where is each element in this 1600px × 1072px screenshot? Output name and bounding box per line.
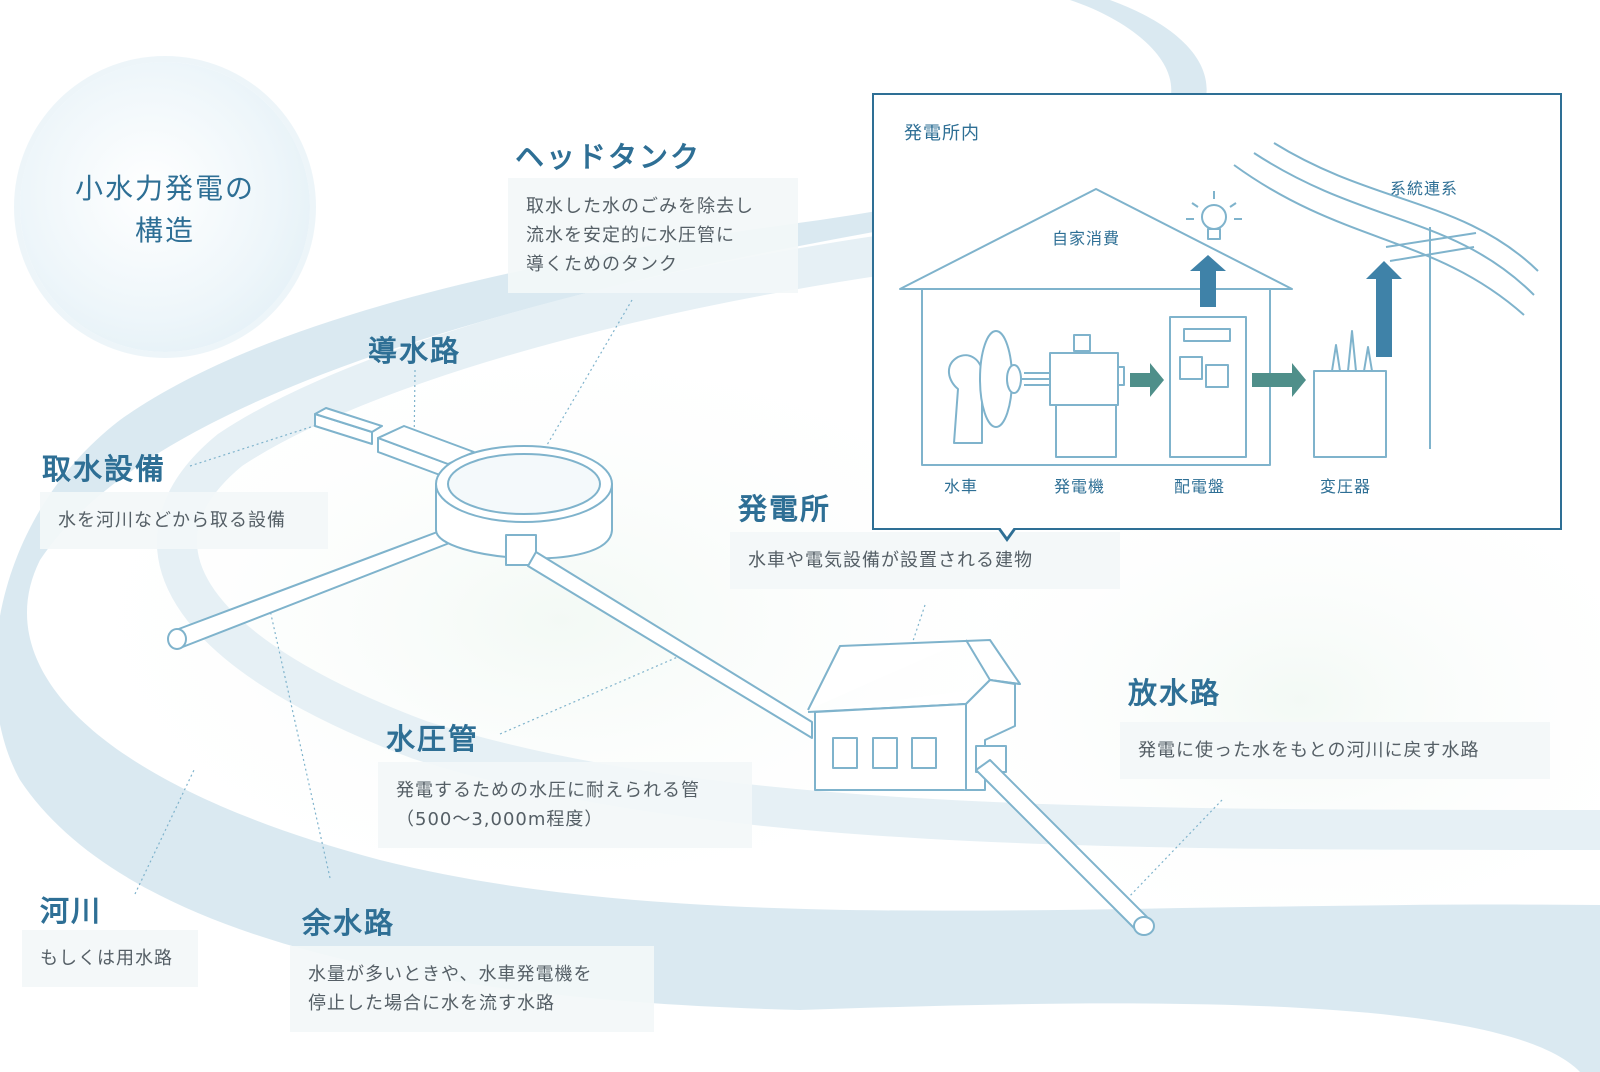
- head-tank-water: [447, 453, 601, 515]
- inset-label-turbine: 水車: [944, 477, 979, 496]
- utility-pole-icon: [1233, 142, 1539, 449]
- inset-label-switchboard: 配電盤: [1174, 477, 1226, 496]
- desc-river: もしくは用水路: [22, 930, 198, 987]
- desc-power-station: 水車や電気設備が設置される建物: [730, 532, 1120, 589]
- label-spillway: 余水路: [302, 906, 396, 940]
- label-head-tank: ヘッドタンク: [515, 140, 702, 174]
- arrow-up-icon: [1190, 255, 1226, 307]
- label-penstock: 水圧管: [386, 722, 480, 756]
- structures: [167, 407, 1155, 936]
- station-window: [911, 737, 937, 769]
- turbine-illustration: [948, 330, 1050, 444]
- inset-illustration: [899, 142, 1539, 466]
- arrow-up-icon: [1366, 261, 1402, 357]
- leader-lines: [134, 299, 1223, 901]
- label-power-station: 発電所: [738, 492, 832, 526]
- desc-intake: 水を河川などから取る設備: [40, 492, 328, 549]
- transformer-illustration: [1313, 330, 1387, 458]
- label-tailrace: 放水路: [1128, 676, 1222, 710]
- arrow-right-icon: [1130, 363, 1164, 397]
- switchboard-illustration: [1169, 316, 1247, 458]
- label-river: 河川: [40, 894, 103, 928]
- inset-label-self-consumption: 自家消費: [1052, 229, 1121, 248]
- inset-label-transformer: 変圧器: [1320, 477, 1372, 496]
- tailrace-outlet: [1133, 916, 1155, 936]
- penstock-pipe: [527, 551, 813, 739]
- station-window: [872, 737, 898, 769]
- desc-spillway: 水量が多いときや、水車発電機を 停止した場合に水を流す水路: [290, 946, 654, 1032]
- station-roof: [807, 639, 1021, 711]
- desc-tailrace: 発電に使った水をもとの河川に戻す水路: [1120, 722, 1550, 779]
- inset-label-generator: 発電機: [1054, 477, 1106, 496]
- desc-head-tank: 取水した水のごみを除去し 流水を安定的に水圧管に 導くためのタンク: [508, 178, 798, 293]
- inset-label-grid: 系統連系: [1390, 179, 1459, 198]
- label-headrace: 導水路: [368, 334, 462, 368]
- inset-pointer-fill: [999, 526, 1015, 537]
- arrow-right-icon: [1252, 363, 1306, 397]
- diagram-title: 小水力発電の 構造: [74, 172, 255, 247]
- label-intake: 取水設備: [42, 452, 167, 486]
- inset-title: 発電所内: [904, 123, 980, 144]
- desc-penstock: 発電するための水圧に耐えられる管 （500～3,000m程度）: [378, 762, 752, 848]
- spillway-outlet: [167, 628, 187, 650]
- inset-power-station-interior: 発電所内: [872, 93, 1562, 530]
- inset-house-roof: [899, 188, 1293, 290]
- lightbulb-icon: [1186, 191, 1242, 240]
- station-window: [832, 737, 858, 769]
- generator-illustration: [1024, 334, 1125, 458]
- title-badge: [20, 62, 310, 352]
